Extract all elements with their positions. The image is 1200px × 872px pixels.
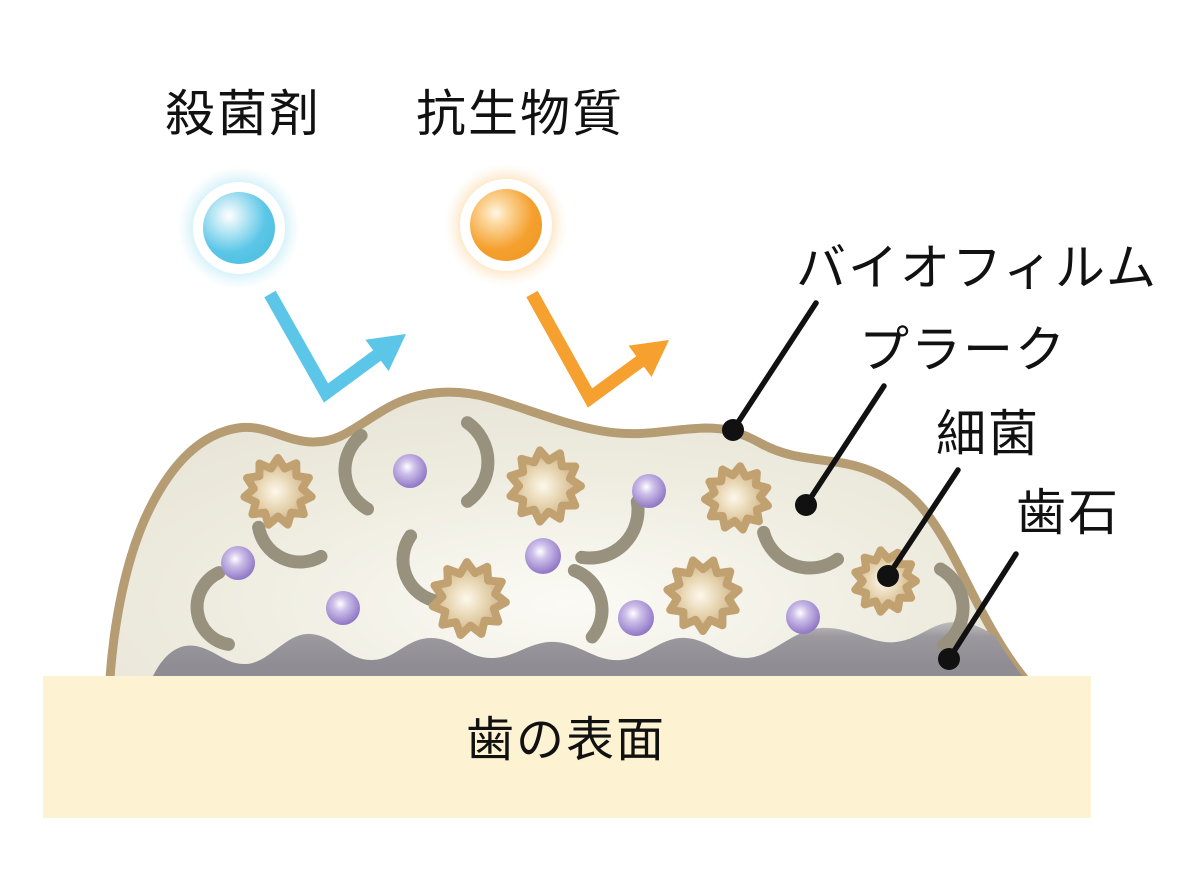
- rod-bacterium: [190, 566, 235, 651]
- biofilm-leader-dot: [722, 419, 744, 441]
- label-biofilm: バイオフィルム: [796, 240, 1158, 296]
- cocci-group: [221, 454, 820, 636]
- rod-bacterium: [461, 416, 495, 508]
- plaque-leader-line: [803, 383, 887, 508]
- spiky-bacterium: [663, 556, 743, 635]
- coccus-bacterium: [525, 538, 561, 574]
- antibiotic-ball: [444, 163, 568, 287]
- bactericide-sphere: [203, 192, 275, 264]
- label-plaque: プラーク: [859, 322, 1067, 378]
- tooth-surface-band: [43, 676, 1091, 818]
- coccus-bacterium: [632, 474, 666, 508]
- bactericide-ball: [177, 166, 301, 290]
- rod-bacterium: [575, 495, 645, 565]
- spiky-bacterium: [701, 462, 772, 534]
- rod-bacteria-group: [190, 416, 970, 652]
- tartar-leader-dot: [938, 648, 960, 670]
- label-bactericide: 殺菌剤: [165, 86, 321, 142]
- coccus-bacterium: [221, 546, 255, 580]
- tartar-leader-line: [946, 551, 1019, 662]
- bactericide-arrow-line: [264, 290, 383, 403]
- rod-bacterium: [338, 429, 374, 516]
- label-antibiotic: 抗生物質: [416, 86, 624, 142]
- rod-bacterium: [252, 520, 328, 569]
- leader-lines: [722, 300, 1019, 670]
- bactericide-arrowhead-icon: [365, 334, 406, 372]
- spiky-bacterium: [506, 446, 585, 526]
- spiky-bacterium: [240, 454, 316, 529]
- rod-bacterium: [757, 525, 844, 575]
- plaque-leader-dot: [795, 494, 817, 516]
- antibiotic-arrowhead-icon: [628, 340, 669, 377]
- label-tartar: 歯石: [1016, 485, 1120, 541]
- coccus-bacterium: [786, 600, 820, 634]
- bactericide-arrow: [264, 290, 406, 403]
- rod-bacterium: [934, 562, 970, 652]
- rod-bacterium: [567, 564, 609, 644]
- label-bacteria: 細菌: [936, 406, 1040, 462]
- rod-bacterium: [396, 529, 445, 608]
- antibiotic-arrow: [526, 290, 669, 408]
- bacteria-leader-line: [885, 467, 961, 579]
- antibiotic-arrow-line: [526, 290, 646, 408]
- label-tooth-surface: 歯の表面: [465, 714, 667, 767]
- coccus-bacterium: [393, 454, 427, 488]
- biofilm-leader-line: [730, 300, 819, 433]
- bacteria-leader-dot: [877, 565, 899, 587]
- coccus-bacterium: [326, 591, 360, 625]
- antibiotic-sphere: [470, 189, 542, 261]
- spiky-bacterium: [428, 558, 510, 639]
- coccus-bacterium: [618, 600, 654, 636]
